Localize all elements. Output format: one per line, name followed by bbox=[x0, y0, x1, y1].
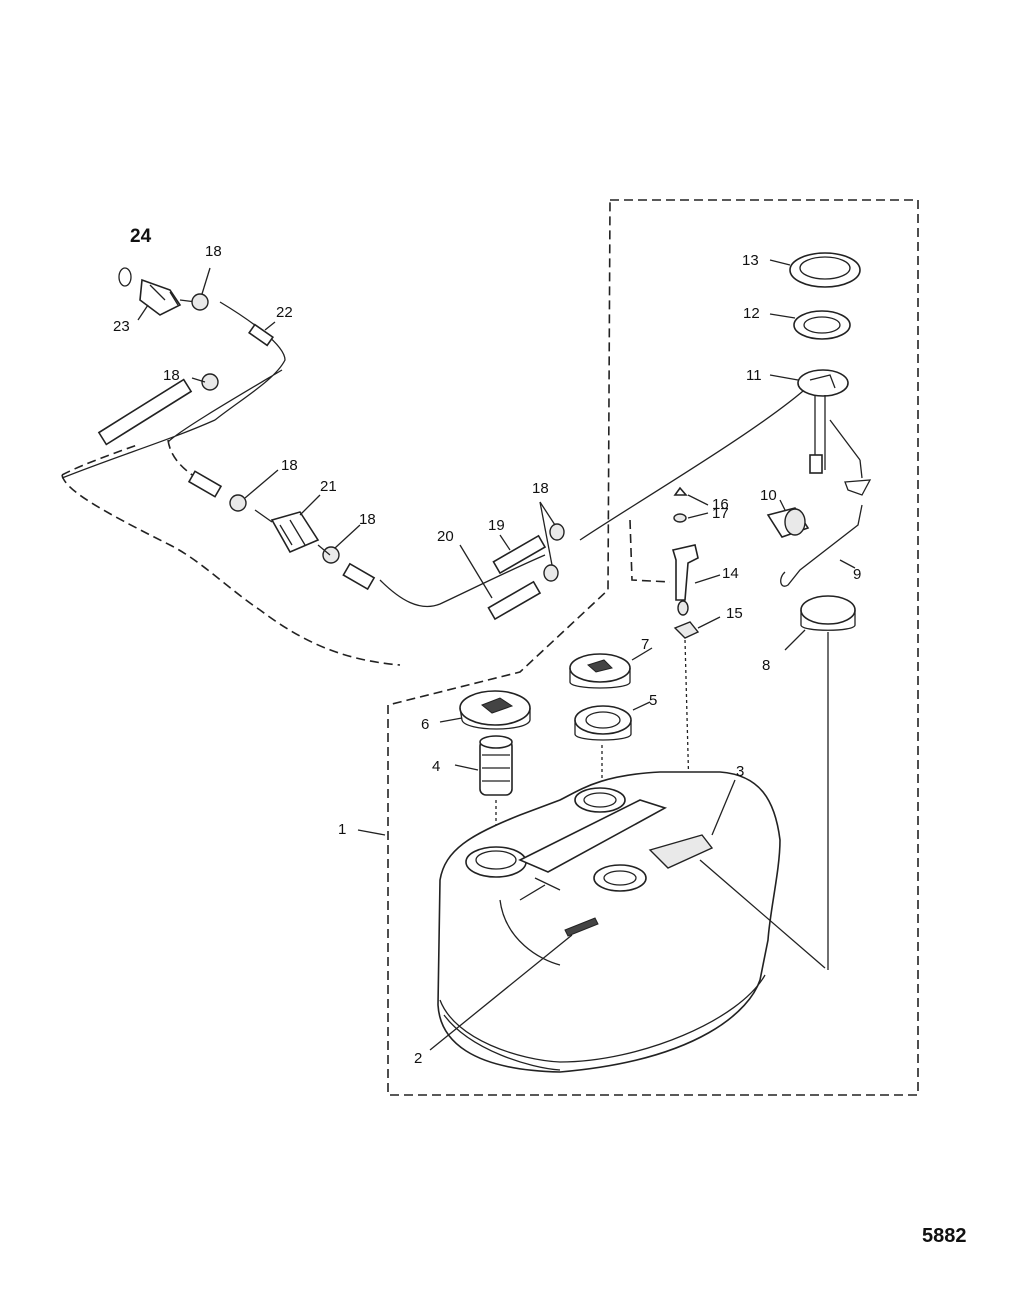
callout-24: 24 bbox=[130, 226, 152, 247]
callout-18a: 18 bbox=[205, 243, 222, 260]
gauge-assembly-11 bbox=[769, 369, 872, 496]
callout-13: 13 bbox=[742, 252, 759, 269]
fuel-tank-1 bbox=[429, 771, 826, 1073]
callout-17: 17 bbox=[712, 505, 729, 522]
callout-19: 19 bbox=[488, 517, 505, 534]
callout-16: 16 bbox=[712, 496, 729, 513]
callout-2: 2 bbox=[414, 1050, 422, 1067]
callout-12: 12 bbox=[743, 305, 760, 322]
callout-20: 20 bbox=[437, 528, 454, 545]
callout-5: 5 bbox=[649, 692, 657, 709]
fill-cap-6 bbox=[439, 690, 531, 730]
gasket-12 bbox=[769, 310, 851, 340]
hose-segments bbox=[97, 321, 376, 591]
callout-8: 8 bbox=[762, 657, 770, 674]
fuel-line-outline bbox=[61, 439, 671, 666]
callout-7: 7 bbox=[641, 636, 649, 653]
locking-ring-8 bbox=[784, 595, 856, 970]
gauge-ring-13 bbox=[769, 252, 861, 288]
hoses-19-20 bbox=[459, 501, 565, 621]
vent-cap-7 bbox=[569, 647, 653, 689]
callout-10: 10 bbox=[760, 487, 777, 504]
callout-18d: 18 bbox=[359, 511, 376, 528]
callout-4: 4 bbox=[432, 758, 440, 775]
o-ring-24 bbox=[118, 267, 132, 287]
fuel-line-path bbox=[61, 301, 811, 608]
fuel-connector-23 bbox=[118, 267, 197, 321]
hose-clamp-18a bbox=[191, 267, 211, 311]
callout-22: 22 bbox=[276, 304, 293, 321]
callout-18c: 18 bbox=[281, 457, 298, 474]
callout-3: 3 bbox=[736, 763, 744, 780]
callout-14: 14 bbox=[722, 565, 739, 582]
figure-number: 5882 bbox=[922, 1225, 967, 1247]
float-arm-9 bbox=[780, 504, 863, 587]
adapter-5 bbox=[574, 701, 651, 741]
callout-1: 1 bbox=[338, 821, 346, 838]
primer-bulb-21 bbox=[254, 494, 331, 556]
filter-4 bbox=[454, 735, 603, 850]
callout-23: 23 bbox=[113, 318, 130, 335]
tank-assembly-boundary bbox=[387, 199, 919, 1096]
callout-9: 9 bbox=[853, 566, 861, 583]
callout-15: 15 bbox=[726, 605, 743, 622]
callout-21: 21 bbox=[320, 478, 337, 495]
callout-18e: 18 bbox=[532, 480, 549, 497]
callout-18b: 18 bbox=[163, 367, 180, 384]
float-10 bbox=[766, 499, 810, 538]
callout-11: 11 bbox=[746, 367, 762, 384]
callout-6: 6 bbox=[421, 716, 429, 733]
